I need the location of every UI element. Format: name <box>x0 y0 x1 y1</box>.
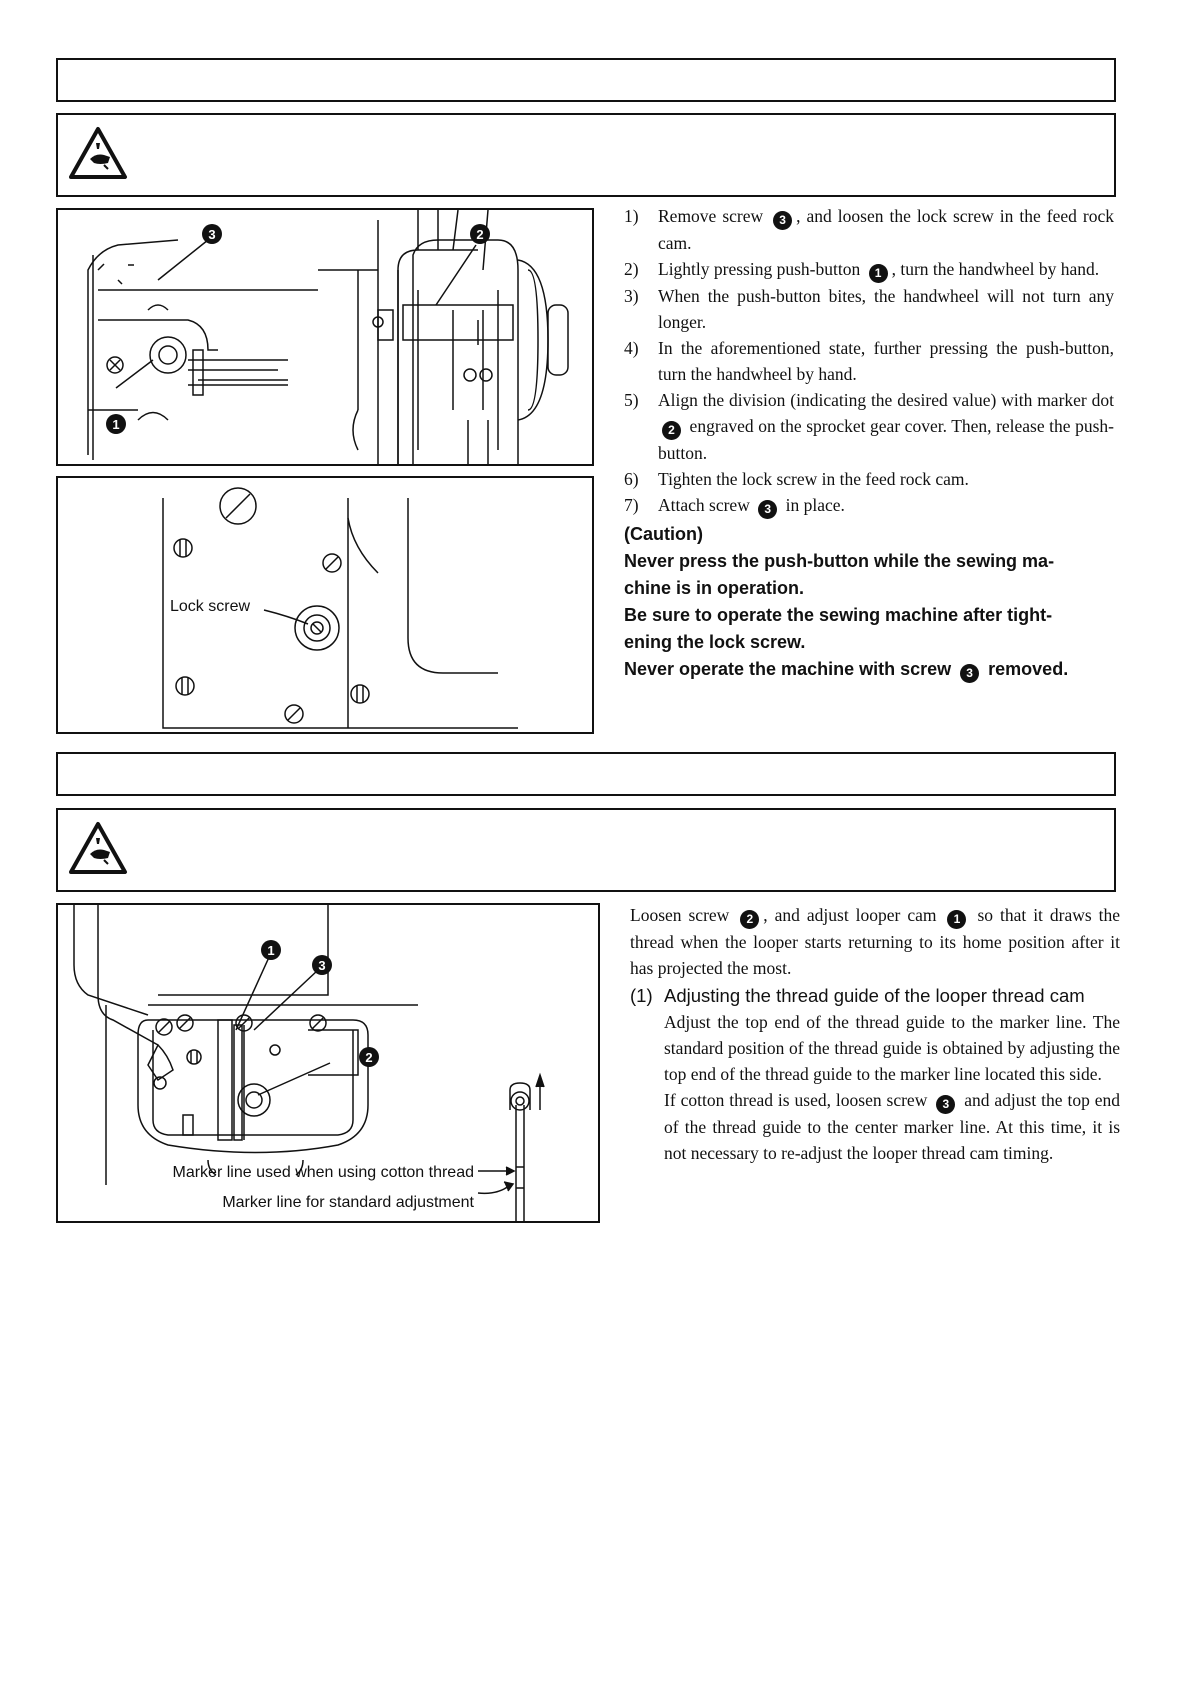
section2-heading: (1) Adjusting the thread guide of the lo… <box>630 983 1120 1009</box>
callout-1-bottom: 1 <box>261 940 281 960</box>
svg-text:1: 1 <box>267 943 274 958</box>
svg-text:3: 3 <box>208 227 215 242</box>
caution-line: Never operate the machine with screw 3 r… <box>624 656 1114 683</box>
callout-2-top: 2 <box>470 224 490 244</box>
step-number: 6) <box>624 469 639 489</box>
figure-looper-thread-cam: 1 3 2 Marker line used when using cotton… <box>56 903 600 1223</box>
caution-line: ening the lock screw. <box>624 632 806 652</box>
step-number: 3) <box>624 286 639 306</box>
caution-line: Never press the push-button while the se… <box>624 551 1055 571</box>
heading-number: (1) <box>630 985 653 1006</box>
step-number: 2) <box>624 259 639 279</box>
step-5: 5) Align the division (indicating the de… <box>624 387 1114 466</box>
step-2: 2) Lightly pressing push-button 1, turn … <box>624 256 1114 283</box>
section2-warning-box <box>56 808 1116 892</box>
svg-text:2: 2 <box>476 227 483 242</box>
callout-2-inline: 2 <box>662 421 681 440</box>
step-number: 5) <box>624 390 639 410</box>
caution-line: chine is in operation. <box>624 578 805 598</box>
figure-top-drawing: 3 2 1 <box>87 210 569 464</box>
warning-icon <box>69 127 127 179</box>
section2-title-bar <box>56 752 1116 796</box>
figure-lock-screw: Lock screw <box>56 476 594 734</box>
step-text: In the aforementioned state, further pre… <box>658 338 1114 384</box>
callout-3-inline: 3 <box>960 664 980 683</box>
step-text: Lightly pressing push-button 1, turn the… <box>658 256 1114 283</box>
caution-title: (Caution) <box>624 524 703 544</box>
callout-3-inline: 3 <box>936 1095 956 1114</box>
step-text: Attach screw 3 in place. <box>658 492 1114 519</box>
caution-block: (Caution) Never press the push-button wh… <box>624 521 1114 683</box>
callout-1-inline: 1 <box>868 264 888 283</box>
section1-title-bar <box>56 58 1116 102</box>
step-text: Remove screw 3, and loosen the lock scre… <box>658 206 1114 253</box>
step-3: 3) When the push-button bites, the handw… <box>624 283 1114 335</box>
step-text: When the push-button bites, the handwhee… <box>658 286 1114 332</box>
body-paragraph: If cotton thread is used, loosen screw 3… <box>664 1090 1121 1163</box>
lock-screw-label: Lock screw <box>170 598 250 615</box>
callout-3-inline: 3 <box>758 500 778 519</box>
body-paragraph: Adjust the top end of the thread guide t… <box>664 1012 1120 1084</box>
section1-warning-box <box>56 113 1116 197</box>
callout-3-top: 3 <box>202 224 222 244</box>
callout-1-inline: 1 <box>947 910 967 929</box>
svg-text:1: 1 <box>112 417 119 432</box>
figure-looper-drawing: 1 3 2 Marker line used when using cotton… <box>73 905 545 1221</box>
step-number: 1) <box>624 206 639 226</box>
section2-text: Loosen screw 2, and adjust looper cam 1 … <box>630 902 1120 1166</box>
warning-icon <box>69 822 127 874</box>
callout-3-bottom: 3 <box>312 955 332 975</box>
callout-2-inline: 2 <box>740 910 760 929</box>
callout-3-inline: 3 <box>773 211 793 230</box>
svg-text:2: 2 <box>365 1050 372 1065</box>
step-4: 4) In the aforementioned state, further … <box>624 335 1114 387</box>
step-7: 7) Attach screw 3 in place. <box>624 492 1114 519</box>
caution-line: Be sure to operate the sewing machine af… <box>624 605 1053 625</box>
step-6: 6) Tighten the lock screw in the feed ro… <box>624 466 1114 492</box>
step-number: 7) <box>624 495 639 515</box>
callout-1-top: 1 <box>106 414 126 434</box>
svg-text:3: 3 <box>318 958 325 973</box>
step-text: Align the division (indicating the desir… <box>658 390 1114 463</box>
step-text: Tighten the lock screw in the feed rock … <box>658 469 969 489</box>
step-1: 1) Remove screw 3, and loosen the lock s… <box>624 203 1114 256</box>
section1-steps: 1) Remove screw 3, and loosen the lock s… <box>624 203 1114 683</box>
callout-2-bottom: 2 <box>359 1047 379 1067</box>
section2-body: Adjust the top end of the thread guide t… <box>630 1009 1120 1166</box>
figure-push-button-handwheel: 3 2 1 <box>56 208 594 466</box>
figure-bottom-drawing: Lock screw <box>162 487 518 729</box>
step-number: 4) <box>624 338 639 358</box>
section2-intro: Loosen screw 2, and adjust looper cam 1 … <box>630 905 1121 978</box>
heading-text: Adjusting the thread guide of the looper… <box>664 985 1085 1006</box>
marker-cotton-label: Marker line used when using cotton threa… <box>172 1164 474 1181</box>
marker-standard-label: Marker line for standard adjustment <box>222 1194 474 1211</box>
